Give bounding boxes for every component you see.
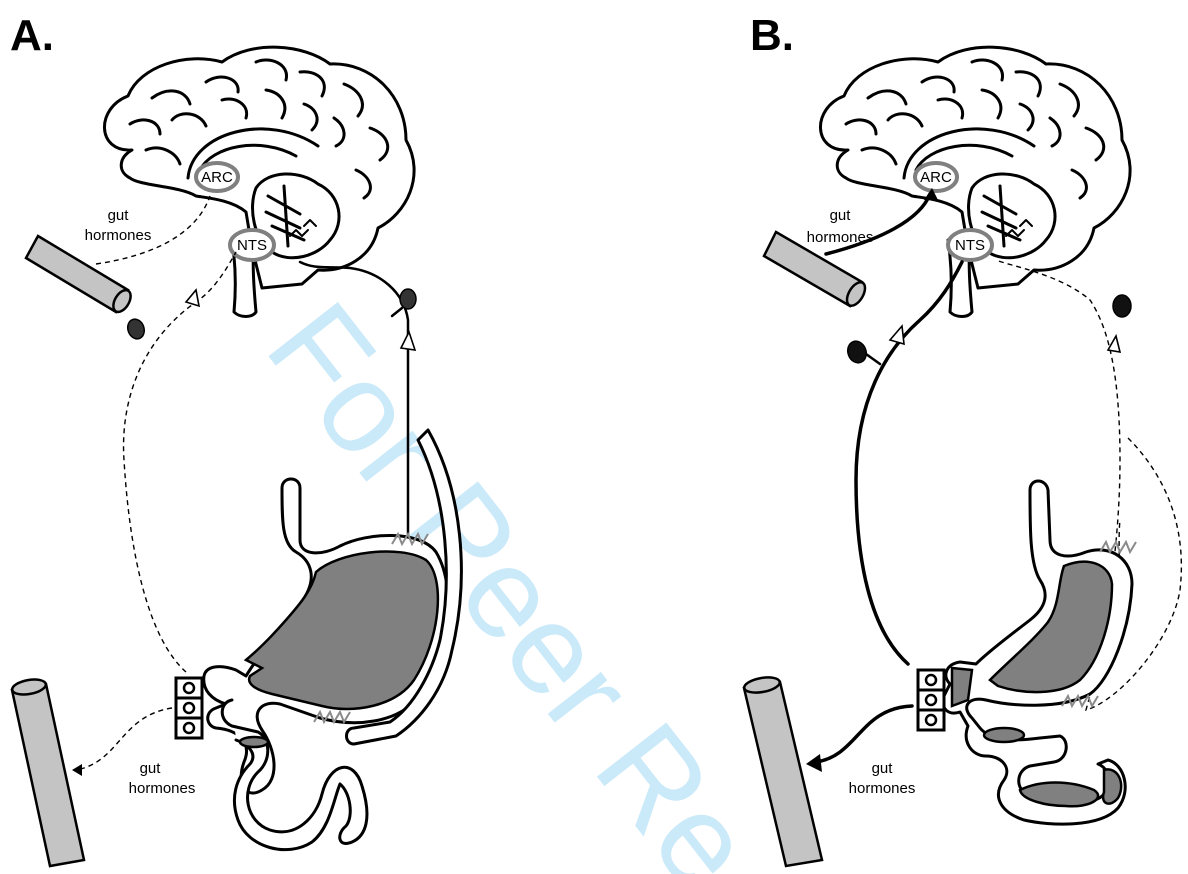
brain-icon bbox=[104, 47, 414, 316]
arrowhead-left bbox=[186, 290, 199, 306]
neuron-cell-body-left-b bbox=[845, 339, 869, 366]
nts-label: NTS bbox=[237, 237, 267, 254]
enteroendocrine-cell-icon bbox=[176, 678, 202, 738]
arc-node-b: ARC bbox=[915, 163, 957, 191]
blood-vessel-icon bbox=[26, 236, 134, 315]
arc-label: ARC bbox=[201, 169, 233, 186]
gut-hormones-label-top-line1-b: gut bbox=[830, 207, 852, 224]
gut-hormones-label-bottom-line2: hormones bbox=[129, 780, 196, 797]
vagal-afferent-left-b bbox=[856, 262, 962, 664]
hormone-arrowhead-a bbox=[72, 764, 82, 776]
gut-hormones-label-top-line1: gut bbox=[108, 207, 130, 224]
nts-node: NTS bbox=[230, 230, 274, 260]
gut-hormones-label-bottom-line2-b: hormones bbox=[849, 780, 916, 797]
nts-node-b: NTS bbox=[948, 230, 992, 260]
enteroendocrine-cell-icon-b bbox=[918, 670, 944, 730]
gut-hormones-label-bottom-line1: gut bbox=[140, 760, 162, 777]
vagal-afferent-left bbox=[124, 252, 236, 672]
panel-b: B. ARC NTS gut hormones bbox=[743, 11, 1181, 866]
neuron-cell-body-icon bbox=[125, 317, 147, 341]
neuron-cell-body-right bbox=[400, 289, 416, 309]
panel-a-letter: A. bbox=[10, 11, 54, 60]
arrowhead-left-b bbox=[890, 326, 904, 344]
stomach-icon-b bbox=[943, 481, 1132, 824]
gut-hormones-label-bottom-line1-b: gut bbox=[872, 760, 894, 777]
nts-label-b: NTS bbox=[955, 237, 985, 254]
neuron-cell-body-right-b bbox=[1113, 295, 1131, 317]
nerve-stub-left-b bbox=[866, 354, 880, 364]
panel-b-letter: B. bbox=[750, 11, 794, 60]
hormone-arrowhead-b bbox=[806, 754, 822, 772]
gut-hormones-label-top-line2: hormones bbox=[85, 227, 152, 244]
nerve-stub-right bbox=[392, 308, 402, 316]
arc-label-b: ARC bbox=[920, 169, 952, 186]
blood-vessel-icon-lower bbox=[11, 677, 84, 866]
arrowhead-right-b bbox=[1108, 336, 1120, 352]
brain-icon-b bbox=[820, 47, 1130, 316]
arc-node: ARC bbox=[196, 163, 238, 191]
hormone-secretion-path-b bbox=[816, 706, 912, 762]
